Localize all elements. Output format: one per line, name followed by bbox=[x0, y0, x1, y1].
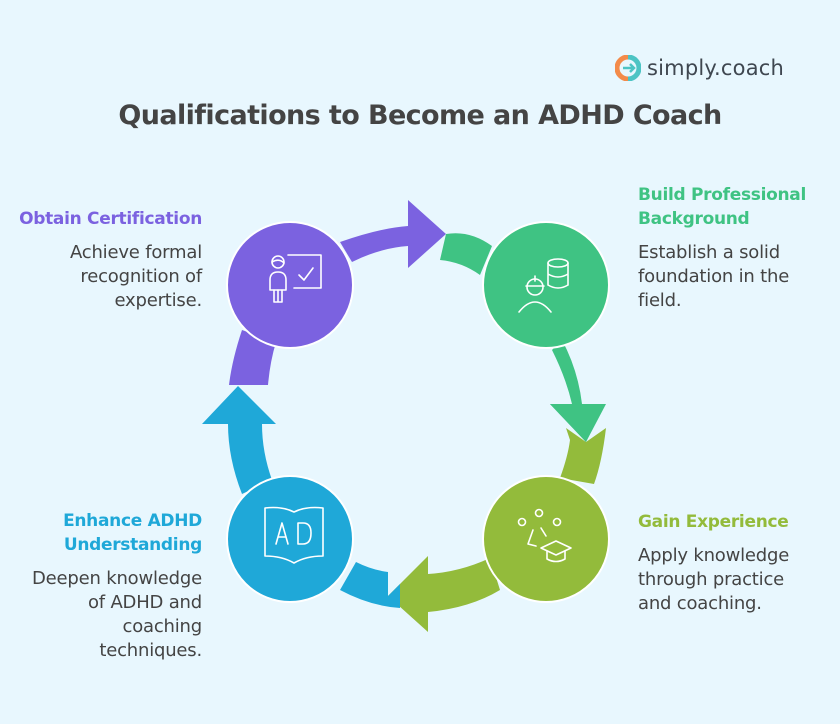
heading-line: Build Professional bbox=[638, 185, 806, 205]
step-circle-enhance-adhd-understanding bbox=[226, 475, 354, 603]
step-description: Establish a solid foundation in the fiel… bbox=[638, 241, 838, 313]
desc-line: Establish a solid bbox=[638, 242, 780, 263]
step-description: Deepen knowledge of ADHD and coaching te… bbox=[2, 567, 202, 663]
step-text-enhance-adhd-understanding: Enhance ADHD Understanding Deepen knowle… bbox=[2, 509, 202, 663]
step-text-gain-experience: Gain Experience Apply knowledge through … bbox=[638, 510, 838, 616]
step-heading: Obtain Certification bbox=[19, 209, 202, 229]
heading-line: Enhance ADHD bbox=[63, 511, 202, 531]
brand-logo: simply.coach bbox=[615, 55, 784, 81]
desc-line: recognition of bbox=[80, 266, 202, 287]
step-heading: Gain Experience bbox=[638, 512, 789, 532]
heading-line: Background bbox=[638, 209, 750, 229]
open-book-ad-icon bbox=[264, 506, 324, 564]
graduation-network-icon bbox=[517, 508, 572, 563]
desc-line: Deepen knowledge bbox=[31, 568, 202, 589]
brand-name: simply.coach bbox=[647, 56, 785, 80]
step-heading: Build Professional Background bbox=[638, 183, 838, 231]
step-text-obtain-certification: Obtain Certification Achieve formal reco… bbox=[2, 207, 202, 313]
worker-database-icon bbox=[518, 258, 569, 313]
arrow-blue-to-purple bbox=[202, 386, 400, 608]
desc-line: through practice bbox=[638, 569, 785, 590]
arrow-olive-to-blue bbox=[388, 428, 606, 632]
step-circle-build-professional-background bbox=[482, 221, 610, 349]
step-description: Achieve formal recognition of expertise. bbox=[2, 241, 202, 313]
desc-line: foundation in the bbox=[638, 266, 790, 287]
page-title: Qualifications to Become an ADHD Coach bbox=[118, 100, 722, 131]
step-circle-gain-experience bbox=[482, 475, 610, 603]
desc-line: field. bbox=[638, 290, 682, 311]
arrow-purple-to-green bbox=[229, 200, 446, 385]
desc-line: and coaching. bbox=[638, 593, 762, 614]
desc-line: of ADHD and bbox=[87, 592, 202, 613]
step-description: Apply knowledge through practice and coa… bbox=[638, 544, 838, 616]
simply-coach-logo-icon bbox=[615, 55, 641, 81]
desc-line: expertise. bbox=[114, 290, 202, 311]
heading-line: Understanding bbox=[63, 535, 202, 555]
desc-line: Apply knowledge bbox=[638, 545, 790, 566]
step-heading: Enhance ADHD Understanding bbox=[2, 509, 202, 557]
arrow-green-to-olive bbox=[440, 233, 606, 442]
desc-line: techniques. bbox=[99, 640, 202, 661]
step-circle-obtain-certification bbox=[226, 221, 354, 349]
desc-line: coaching bbox=[122, 616, 203, 637]
desc-line: Achieve formal bbox=[69, 242, 202, 263]
teacher-checkmark-board-icon bbox=[269, 254, 322, 303]
step-text-build-professional-background: Build Professional Background Establish … bbox=[638, 183, 838, 313]
